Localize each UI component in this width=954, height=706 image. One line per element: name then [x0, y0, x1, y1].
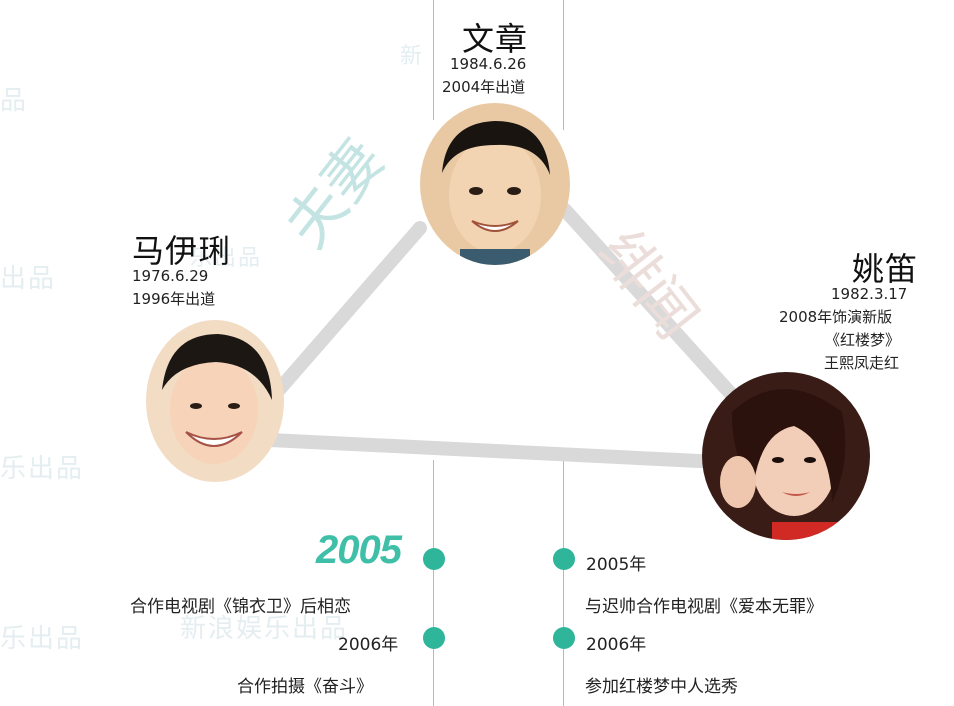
- person-note-yaodi-1: 2008年饰演新版: [779, 308, 893, 326]
- divider-line-right: [563, 0, 564, 130]
- avatar-mayili: [146, 320, 284, 482]
- timeline-left-year: 2005: [316, 528, 402, 572]
- watermark: 新浪娱乐出品: [180, 614, 349, 644]
- timeline-left-dot-1: [423, 548, 445, 570]
- timeline-left-year-2: 2006年: [338, 635, 399, 655]
- person-name-wenzhang: 文章: [462, 20, 529, 58]
- watermark: 乐出品: [0, 454, 85, 484]
- avatar-wenzhang: [420, 103, 570, 265]
- timeline-left-event-2: 合作拍摄《奋斗》: [237, 677, 373, 697]
- watermark: 品: [0, 86, 29, 116]
- person-birth-yaodi: 1982.3.17: [831, 285, 908, 303]
- timeline-right-dot-2: [553, 627, 575, 649]
- person-name-yaodi: 姚笛: [852, 250, 919, 288]
- person-birth-wenzhang: 1984.6.26: [450, 55, 527, 73]
- person-note-yaodi-2: 《红楼梦》: [825, 331, 901, 349]
- watermark: 新: [400, 44, 425, 69]
- watermark: 出品: [0, 264, 57, 294]
- person-note-yaodi-3: 王熙凤走红: [824, 354, 900, 372]
- person-birth-mayili: 1976.6.29: [132, 267, 209, 285]
- watermark: 乐出品: [190, 246, 263, 271]
- timeline-right-year-1: 2005年: [586, 555, 647, 575]
- person-name-mayili: 马伊琍: [132, 232, 232, 270]
- timeline-line-left: [433, 460, 434, 706]
- person-debut-wenzhang: 2004年出道: [442, 78, 526, 96]
- timeline-right-event-1: 与迟帅合作电视剧《爱本无罪》: [585, 597, 823, 617]
- timeline-right-year-2: 2006年: [586, 635, 647, 655]
- divider-line-left: [433, 0, 434, 120]
- avatar-yaodi: [702, 372, 870, 540]
- person-debut-mayili: 1996年出道: [132, 290, 216, 308]
- timeline-left-dot-2: [423, 627, 445, 649]
- timeline-line-right: [563, 460, 564, 706]
- timeline-right-dot-1: [553, 548, 575, 570]
- timeline-left-event-1: 合作电视剧《锦衣卫》后相恋: [130, 597, 351, 617]
- timeline-right-event-2: 参加红楼梦中人选秀: [585, 677, 738, 697]
- watermark: 乐出品: [0, 624, 85, 654]
